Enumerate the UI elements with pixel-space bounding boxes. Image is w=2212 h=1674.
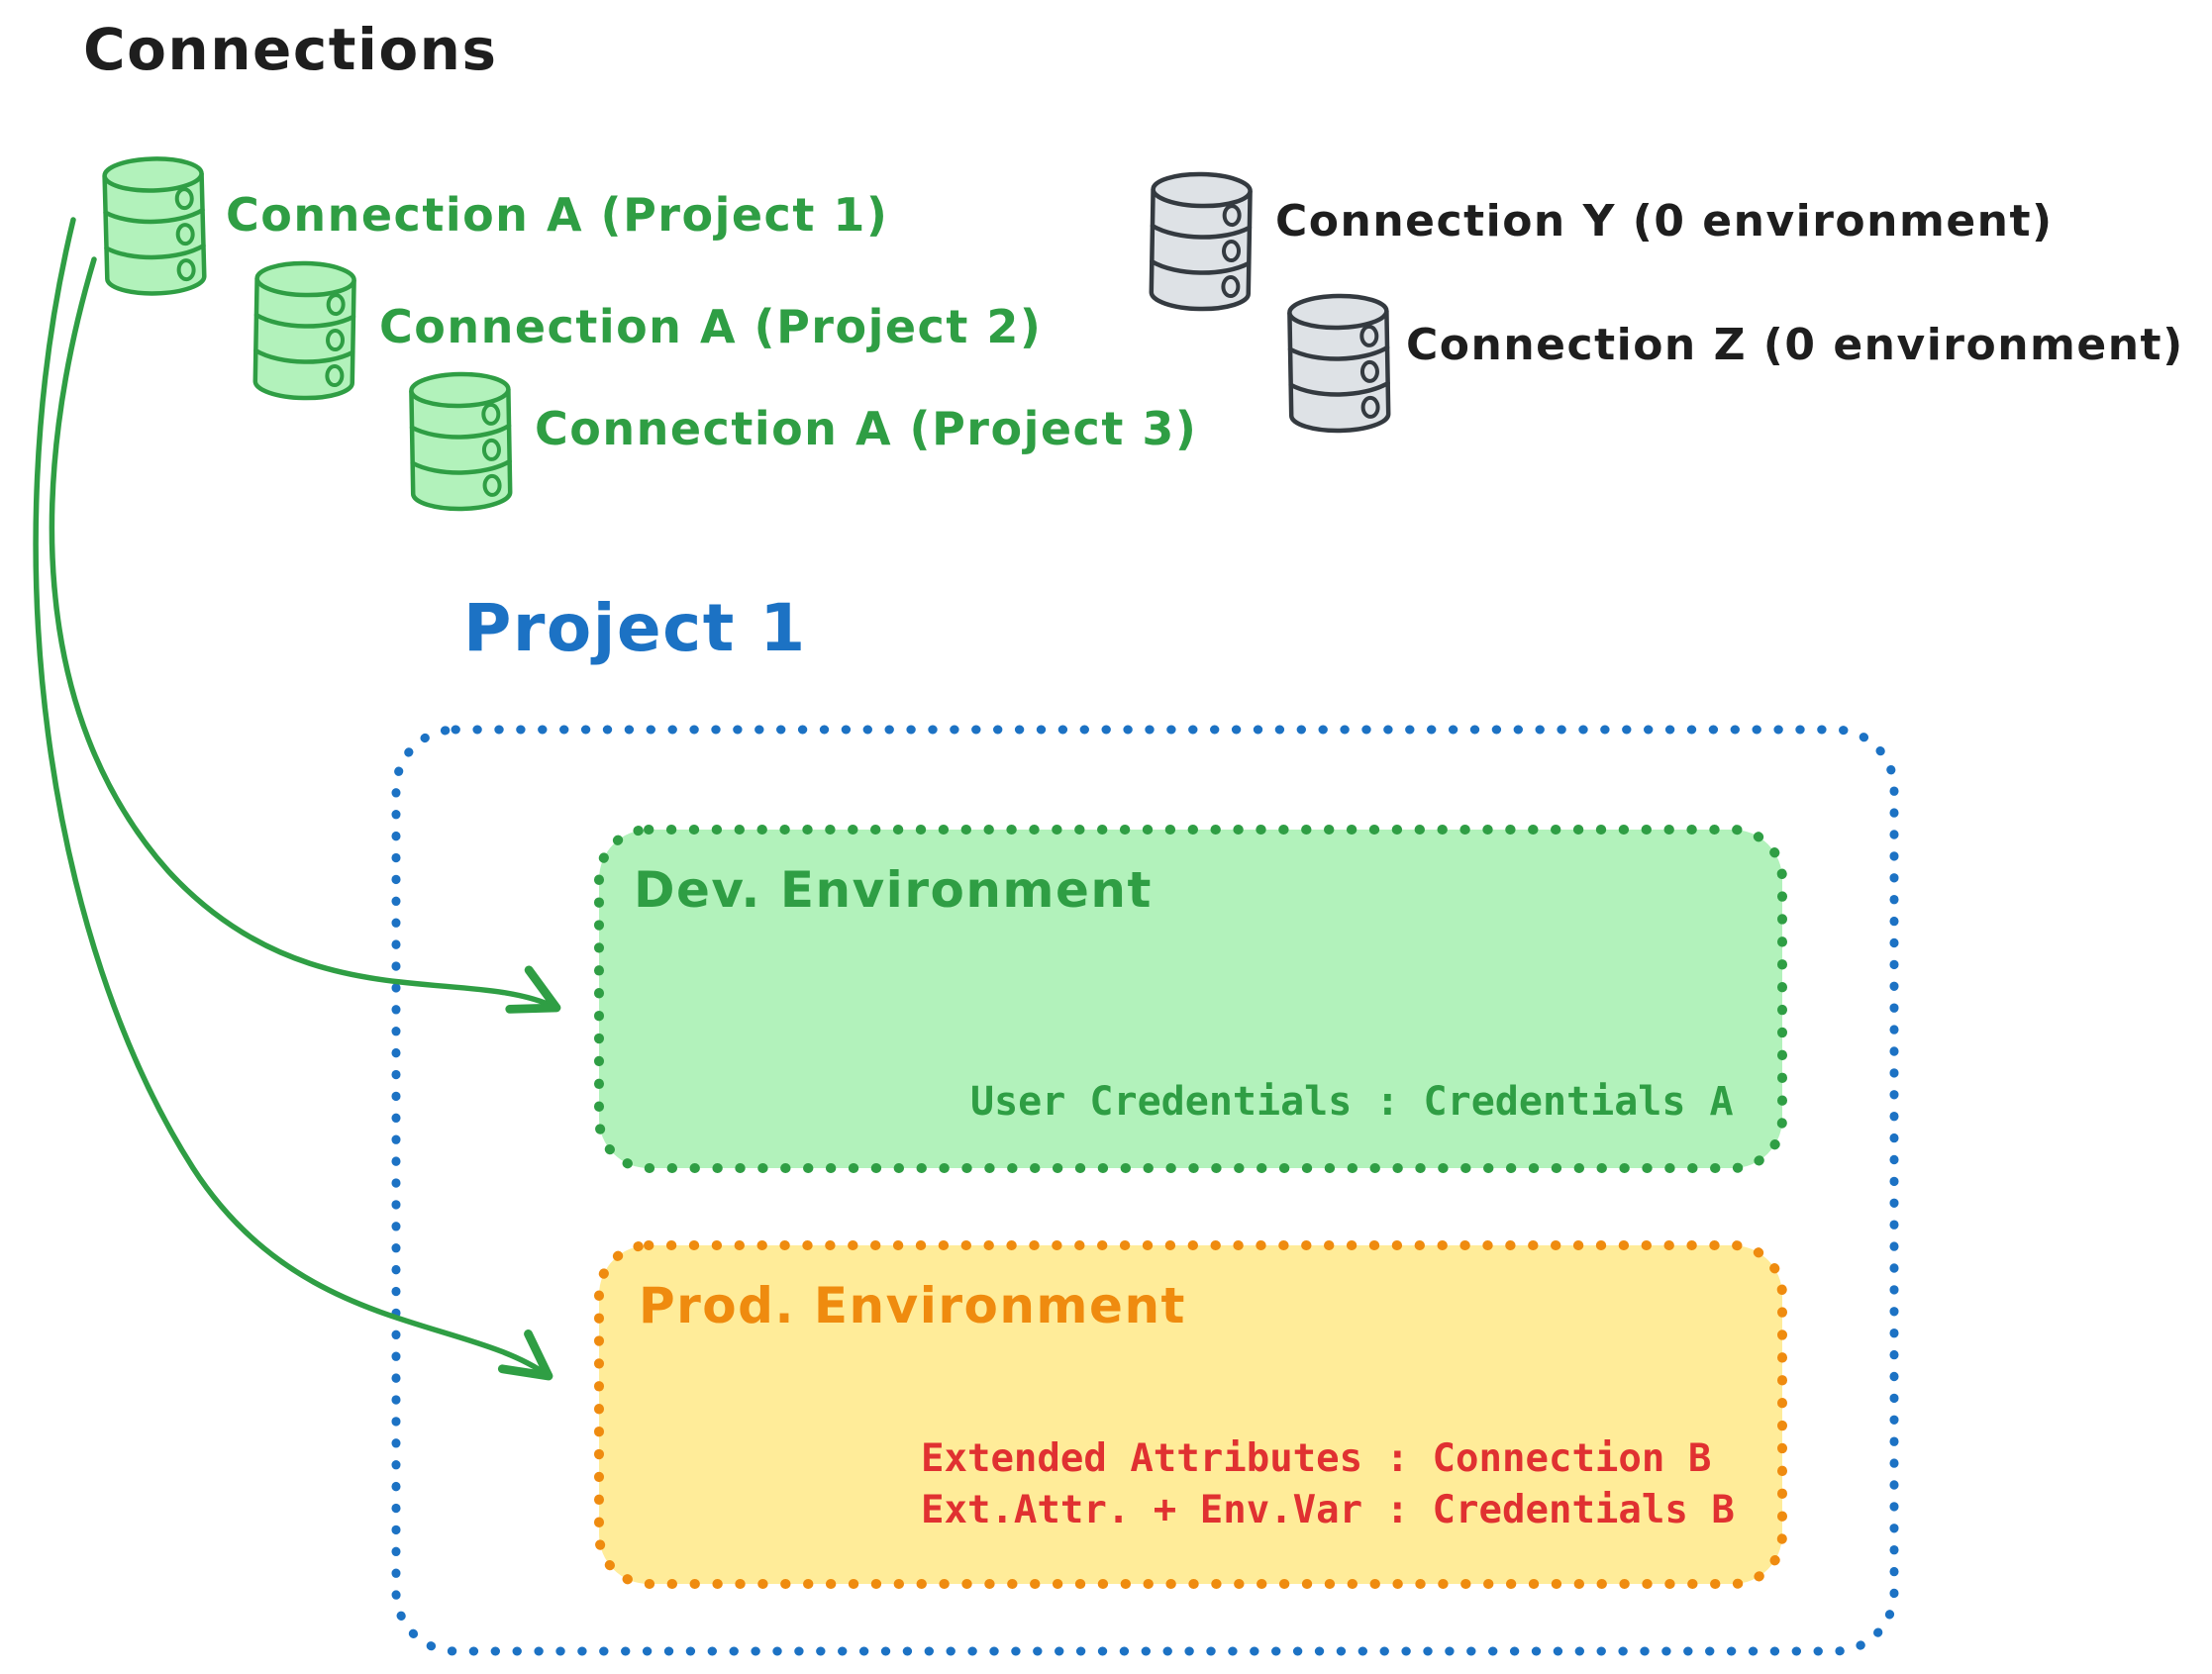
connection-y-label: Connection Y (0 environment) <box>1275 196 2054 246</box>
database-icon-connection-z <box>1287 293 1391 434</box>
prod-environment-mapping-lines: Extended Attributes : Connection B Ext.A… <box>921 1433 1735 1536</box>
connection-z-label: Connection Z (0 environment) <box>1406 320 2184 370</box>
project-1-title: Project 1 <box>463 590 807 666</box>
dev-environment-title: Dev. Environment <box>634 861 1153 919</box>
arrow-connection-a-to-prod-environment <box>33 217 553 1381</box>
connection-a-project-3-label: Connection A (Project 3) <box>535 402 1198 455</box>
database-icon-connection-a-project-2 <box>252 260 356 401</box>
connections-title: Connections <box>83 16 498 83</box>
prod-environment-box <box>594 1240 1787 1589</box>
prod-environment-title: Prod. Environment <box>639 1277 1186 1334</box>
arrow-connection-a-to-dev-environment <box>49 256 561 1014</box>
prod-environment-line-1: Extended Attributes : Connection B <box>921 1436 1712 1481</box>
database-icon-connection-a-project-3 <box>409 371 513 512</box>
prod-environment-line-2: Ext.Attr. + Env.Var : Credentials B <box>921 1488 1735 1532</box>
database-icon-connection-a-project-1 <box>102 156 207 296</box>
connection-a-project-1-label: Connection A (Project 1) <box>226 188 889 242</box>
connection-a-project-2-label: Connection A (Project 2) <box>379 300 1043 353</box>
dev-environment-credentials-line: User Credentials : Credentials A <box>970 1079 1734 1125</box>
project-1-boundary <box>391 725 1899 1656</box>
dev-environment-box <box>594 825 1787 1173</box>
database-icon-connection-y <box>1149 171 1253 312</box>
